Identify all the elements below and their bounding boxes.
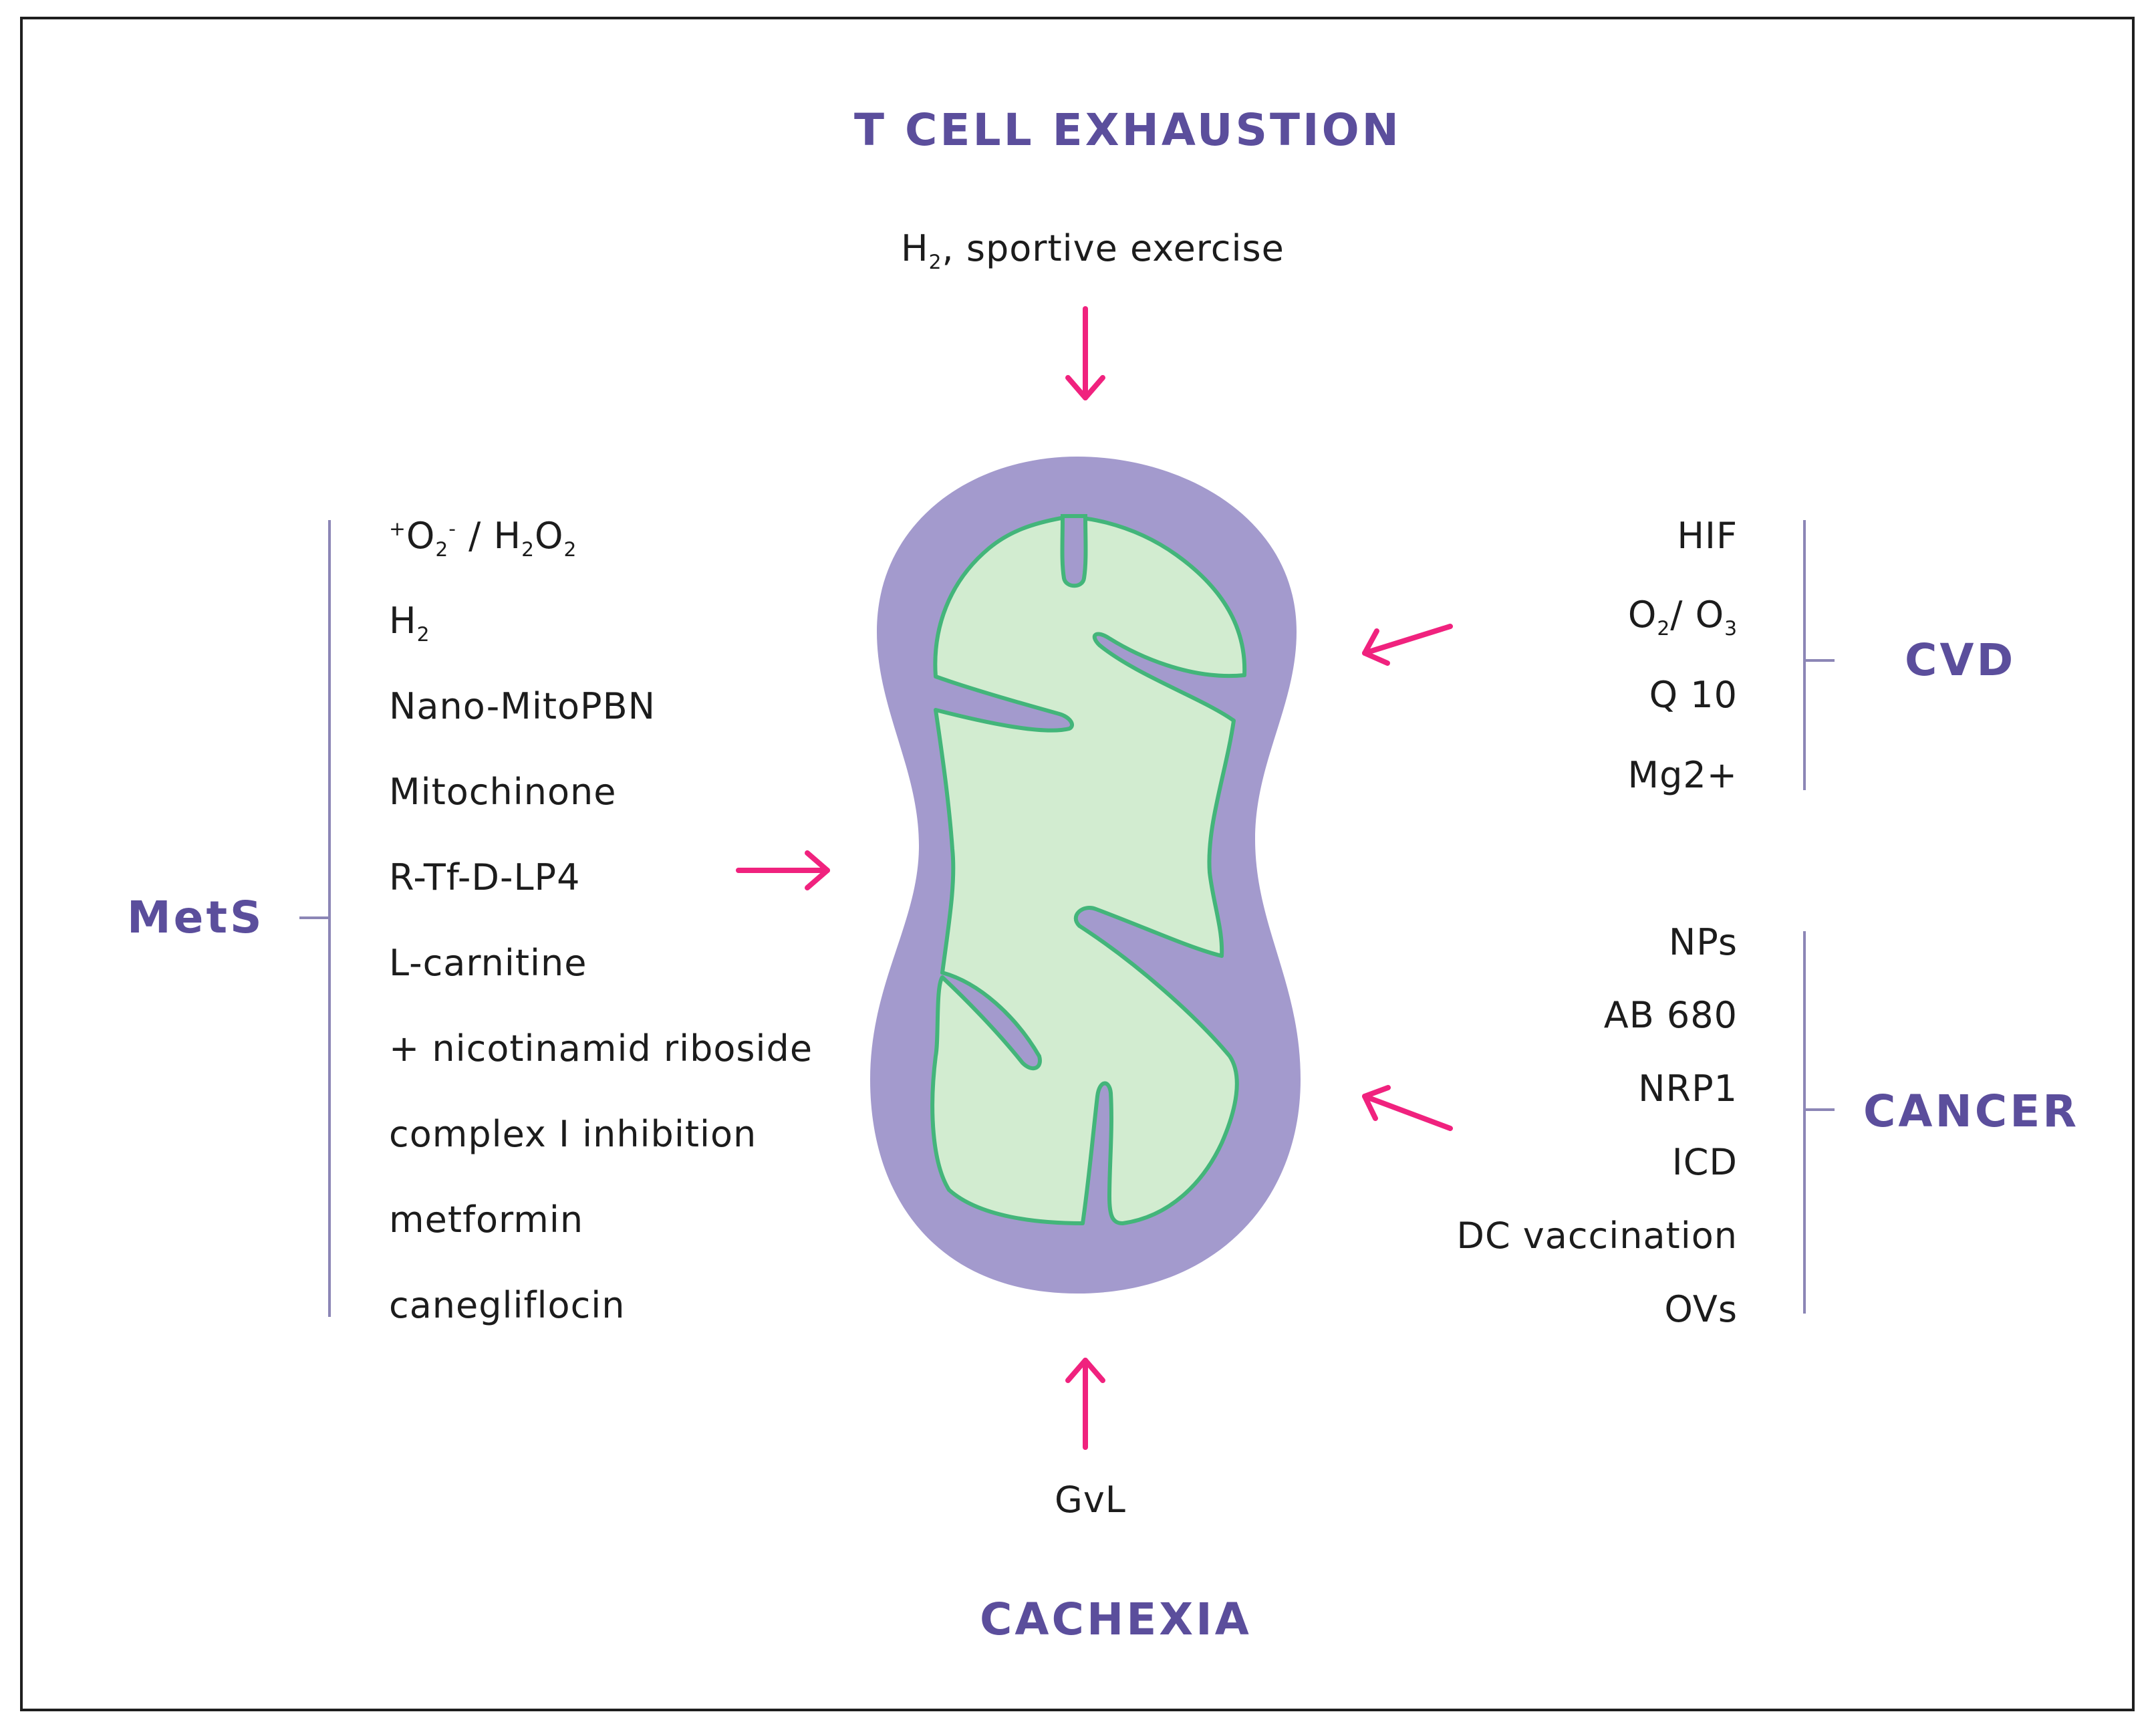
mets-item: Nano-MitoPBN (389, 685, 656, 727)
arrow-left-cancer (1362, 1085, 1453, 1131)
mets-bracket (299, 520, 331, 1317)
figure-frame (20, 17, 2135, 1711)
arrow-left-cvd (1362, 624, 1453, 666)
cancer-item: NPs (1668, 921, 1738, 963)
cancer-bracket (1803, 931, 1835, 1314)
mets-item: R-Tf-D-LP4 (389, 856, 581, 898)
cancer-item: AB 680 (1603, 994, 1738, 1036)
cvd-item-q10: Q 10 (1649, 674, 1738, 716)
arrow-down (1065, 306, 1105, 400)
label-gvl: GvL (1055, 1479, 1126, 1521)
heading-cancer: CANCER (1863, 1086, 2080, 1137)
cancer-item: DC vaccination (1456, 1215, 1738, 1257)
mitochondrion-matrix (930, 515, 1247, 1225)
arrow-right (736, 850, 830, 890)
arrow-up (1065, 1358, 1105, 1450)
label-h2-sportive-exercise: H2, sportive exercise (901, 227, 1285, 274)
mets-item: Mitochinone (389, 771, 617, 813)
mitochondrion-crista-top (1060, 514, 1088, 588)
mets-item-h2: H2 (389, 600, 430, 646)
mets-item: metformin (389, 1199, 584, 1241)
cvd-item-o2-o3: O2/ O3 (1627, 594, 1738, 640)
mets-item: + nicotinamid riboside (389, 1027, 813, 1070)
cvd-bracket (1803, 520, 1835, 790)
cancer-item: NRP1 (1638, 1068, 1738, 1110)
mets-item-superoxide-h2o2: +O2- / H2O2 (389, 515, 577, 562)
cvd-item-hif: HIF (1677, 515, 1738, 557)
mets-item: complex I inhibition (389, 1113, 757, 1155)
cvd-item-mg2: Mg2+ (1627, 754, 1738, 796)
heading-t-cell-exhaustion: T CELL EXHAUSTION (854, 104, 1401, 156)
mets-item: canegliflocin (389, 1284, 626, 1326)
heading-cvd: CVD (1905, 634, 2016, 686)
heading-mets: MetS (127, 892, 265, 943)
mets-item: L-carnitine (389, 942, 587, 984)
heading-cachexia: CACHEXIA (980, 1594, 1252, 1645)
cancer-item: ICD (1671, 1141, 1738, 1183)
cancer-item: OVs (1664, 1288, 1738, 1330)
